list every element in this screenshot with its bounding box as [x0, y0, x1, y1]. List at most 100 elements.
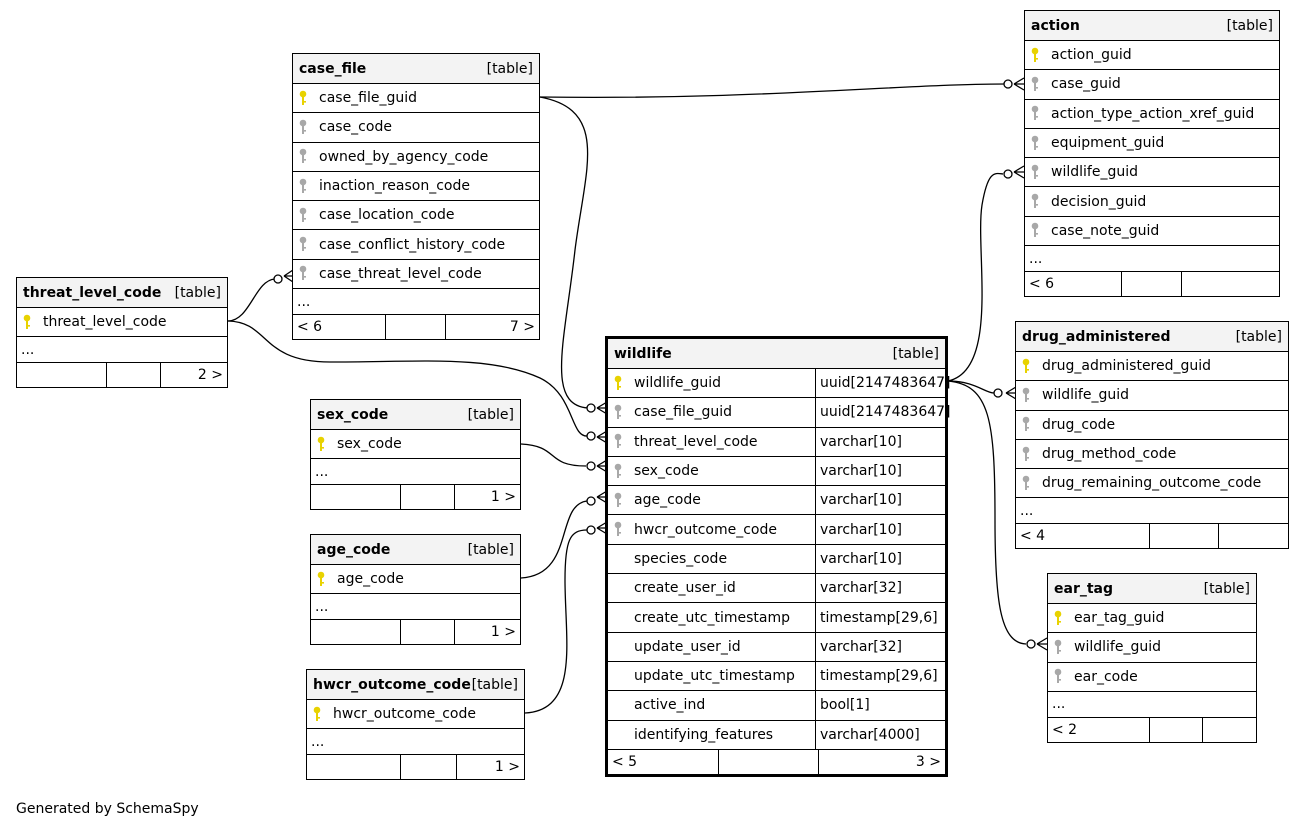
table-hwcr-outcome-code[interactable]: hwcr_outcome_code [table] hwcr_outcome_c… [306, 669, 525, 781]
parents-count[interactable]: < 2 [1048, 717, 1150, 742]
table-sex-code[interactable]: sex_code [table] sex_code ... 1 > [310, 399, 521, 511]
column-type: timestamp[29,6] [815, 603, 945, 632]
column-row[interactable]: action_type_action_xref_guid [1025, 100, 1279, 129]
column-row[interactable]: ear_code [1048, 663, 1256, 692]
column-row[interactable]: owned_by_agency_code [293, 143, 539, 172]
column-row[interactable]: age_code [311, 565, 520, 595]
column-name: hwcr_outcome_code [634, 521, 777, 538]
parents-count[interactable]: < 5 [608, 749, 719, 774]
column-name: threat_level_code [43, 314, 167, 331]
row-count [386, 315, 446, 340]
parents-count[interactable] [311, 485, 401, 510]
column-row[interactable]: threat_level_code [17, 308, 227, 338]
column-name: action_type_action_xref_guid [1051, 105, 1255, 122]
column-row[interactable]: case_code [293, 113, 539, 143]
column-row[interactable]: equipment_guid [1025, 129, 1279, 159]
children-count[interactable]: 7 > [509, 319, 535, 336]
parents-count[interactable]: < 6 [293, 315, 387, 340]
more-columns: ... [1016, 498, 1288, 525]
column-row[interactable]: wildlife_guid [1016, 381, 1288, 411]
children-count[interactable] [1203, 718, 1256, 742]
column-row[interactable]: drug_administered_guid [1016, 352, 1288, 382]
table-tag: [table] [471, 676, 518, 693]
table-case-file[interactable]: case_file [table] case_file_guid case_co… [292, 53, 540, 341]
column-name: sex_code [634, 463, 699, 480]
table-action[interactable]: action [table] action_guid case_guid act… [1024, 10, 1280, 298]
children-count[interactable] [1182, 272, 1279, 296]
foreign-key-icon [1048, 639, 1068, 656]
column-row[interactable]: decision_guid [1025, 187, 1279, 217]
foreign-key-icon [608, 404, 628, 421]
parents-count[interactable]: < 6 [1025, 272, 1122, 297]
table-tag: [table] [1235, 328, 1282, 345]
more-columns: ... [307, 729, 524, 756]
column-row[interactable]: sex_code [311, 430, 520, 460]
more-columns: ... [17, 337, 227, 364]
children-count[interactable]: 2 > [197, 367, 223, 384]
column-name: case_conflict_history_code [319, 236, 506, 253]
table-ear-tag[interactable]: ear_tag [table] ear_tag_guid wildlife_gu… [1047, 573, 1257, 743]
column-name: create_utc_timestamp [634, 609, 791, 626]
column-row[interactable]: case_guid [1025, 70, 1279, 100]
column-name: action_guid [1051, 47, 1132, 64]
column-name: decision_guid [1051, 193, 1147, 210]
children-count[interactable] [1219, 524, 1288, 548]
children-count[interactable]: 1 > [490, 489, 516, 506]
foreign-key-icon [1016, 416, 1036, 433]
column-row[interactable]: case_location_code [293, 201, 539, 231]
parents-count[interactable] [311, 620, 401, 645]
column-row[interactable]: wildlife_guid [1025, 158, 1279, 188]
foreign-key-icon [1025, 222, 1045, 239]
primary-key-icon [608, 375, 628, 392]
column-name: drug_remaining_outcome_code [1042, 475, 1262, 492]
column-row[interactable]: inaction_reason_code [293, 172, 539, 202]
column-row[interactable]: case_file_guid [293, 84, 539, 114]
foreign-key-icon [293, 178, 313, 195]
table-tag: [table] [486, 60, 533, 77]
column-row[interactable]: drug_remaining_outcome_code [1016, 469, 1288, 499]
table-footer: 1 > [311, 485, 520, 510]
column-row[interactable]: ear_tag_guid [1048, 604, 1256, 634]
table-header: hwcr_outcome_code [table] [307, 670, 524, 700]
column-row[interactable]: create_utc_timestamp timestamp[29,6] [608, 603, 945, 633]
foreign-key-icon [293, 119, 313, 136]
parents-count[interactable] [17, 363, 107, 388]
column-row[interactable]: drug_method_code [1016, 440, 1288, 470]
table-age-code[interactable]: age_code [table] age_code ... 1 > [310, 534, 521, 646]
table-threat-level-code[interactable]: threat_level_code [table] threat_level_c… [16, 277, 228, 389]
column-row[interactable]: case_conflict_history_code [293, 230, 539, 260]
generated-by-credit: Generated by SchemaSpy [16, 801, 199, 817]
column-row[interactable]: hwcr_outcome_code [307, 700, 524, 730]
children-count[interactable]: 1 > [494, 759, 520, 776]
column-name: hwcr_outcome_code [333, 706, 476, 723]
primary-key-icon [1048, 610, 1068, 627]
column-row[interactable]: case_threat_level_code [293, 260, 539, 290]
parents-count[interactable]: < 4 [1016, 524, 1150, 549]
column-row[interactable]: action_guid [1025, 41, 1279, 71]
table-footer: 1 > [311, 620, 520, 645]
children-count[interactable]: 3 > [915, 753, 941, 770]
parents-count[interactable] [307, 755, 401, 780]
foreign-key-icon [1025, 135, 1045, 152]
table-drug-administered[interactable]: drug_administered [table] drug_administe… [1015, 321, 1289, 550]
column-row[interactable]: wildlife_guid [1048, 633, 1256, 663]
column-name: drug_administered_guid [1042, 358, 1212, 375]
column-row[interactable]: case_note_guid [1025, 217, 1279, 247]
column-name: inaction_reason_code [319, 178, 470, 195]
children-count[interactable]: 1 > [490, 624, 516, 641]
column-name: case_location_code [319, 207, 455, 224]
column-row[interactable]: drug_code [1016, 411, 1288, 440]
